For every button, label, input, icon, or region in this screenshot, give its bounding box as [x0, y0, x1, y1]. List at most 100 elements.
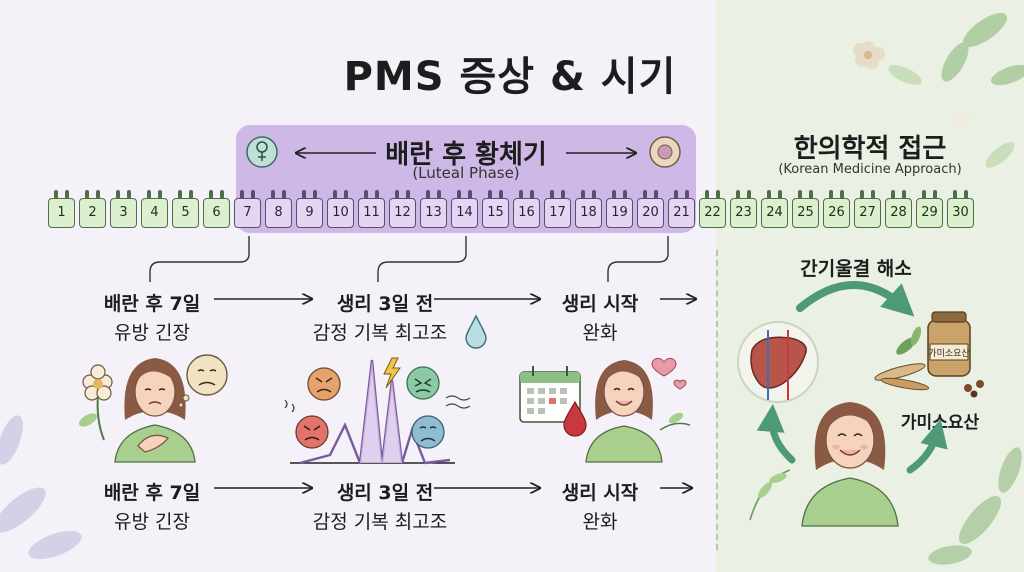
stage-premenstrual-desc: 감정 기복 최고조: [312, 322, 448, 344]
calendar-day-26: 26: [823, 190, 850, 228]
calendar-ring: [705, 190, 709, 199]
calendar-ring: [333, 190, 337, 199]
calendar-ring: [747, 190, 751, 199]
calendar-ring: [85, 190, 89, 199]
calendar-day-1: 1: [48, 190, 75, 228]
stage-premenstrual-title: 생리 3일 전: [336, 293, 434, 315]
korean-medicine-title: 한의학적 접근: [793, 134, 947, 164]
calendar-ring: [189, 190, 193, 199]
calendar-ring: [395, 190, 399, 199]
calendar-day-22: 22: [699, 190, 726, 228]
stage-menstruation-desc-bottom: 완화: [582, 511, 618, 533]
calendar-ring: [282, 190, 286, 199]
calendar-day-23: 23: [730, 190, 757, 228]
angry-face-icon: [295, 415, 329, 449]
calendar-day-19: 19: [606, 190, 633, 228]
calendar-ring: [643, 190, 647, 199]
herb-jar-icon: 가미소요산: [874, 311, 984, 398]
calendar-ring: [271, 190, 275, 199]
drop-icon: [465, 314, 487, 349]
calendar-ring: [922, 190, 926, 199]
calendar-day-18: 18: [575, 190, 602, 228]
calendar-day-5: 5: [172, 190, 199, 228]
calendar-ring: [375, 190, 379, 199]
calendar-ring: [736, 190, 740, 199]
calendar-ring: [96, 190, 100, 199]
calendar-ring: [933, 190, 937, 199]
calendar-day-20: 20: [637, 190, 664, 228]
korean-medicine-illustration: 가미소요산: [737, 281, 984, 527]
calendar-ring: [457, 190, 461, 199]
calendar-ring: [519, 190, 523, 199]
calendar-ring: [654, 190, 658, 199]
calendar-ring: [344, 190, 348, 199]
calendar-day-11: 11: [358, 190, 385, 228]
stage-ovulation-desc-bottom: 유방 긴장: [114, 511, 190, 533]
calendar-ring: [871, 190, 875, 199]
calendar-ring: [364, 190, 368, 199]
stage-menstruation-desc: 완화: [582, 322, 618, 344]
calendar-day-10: 10: [327, 190, 354, 228]
leaf-icon: [888, 12, 1024, 168]
calendar-day-24: 24: [761, 190, 788, 228]
stage-ovulation-desc: 유방 긴장: [114, 322, 190, 344]
luteal-phase-title: 배란 후 황체기: [385, 140, 547, 170]
woman-tense-illustration: [78, 354, 228, 463]
calendar-ring: [674, 190, 678, 199]
calendar-ring: [158, 190, 162, 199]
calendar-ring: [406, 190, 410, 199]
sad-face-icon: [411, 415, 445, 449]
calendar-day-6: 6: [203, 190, 230, 228]
stage-ovulation-title-bottom: 배란 후 7일: [103, 482, 201, 504]
calendar-day-3: 3: [110, 190, 137, 228]
calendar-ring: [685, 190, 689, 199]
calendar-day-13: 13: [420, 190, 447, 228]
herb-jar-label: 가미소요산: [928, 348, 969, 359]
calendar-day-12: 12: [389, 190, 416, 228]
calendar-ring: [902, 190, 906, 199]
calendar-ring: [240, 190, 244, 199]
calendar-ring: [147, 190, 151, 199]
timeline-connectors: [149, 236, 669, 282]
calendar-ring: [313, 190, 317, 199]
calendar-ring: [437, 190, 441, 199]
calendar-day-16: 16: [513, 190, 540, 228]
calendar-day-30: 30: [947, 190, 974, 228]
luteal-phase-subtitle: (Luteal Phase): [412, 164, 520, 182]
calendar-day-25: 25: [792, 190, 819, 228]
calendar-ring: [840, 190, 844, 199]
calendar-ring: [251, 190, 255, 199]
stage-menstruation-title: 생리 시작: [561, 293, 639, 315]
panel-divider: [716, 250, 718, 550]
calendar-day-17: 17: [544, 190, 571, 228]
calendar-ring: [302, 190, 306, 199]
calendar-ring: [964, 190, 968, 199]
woman-smiling-illustration: [801, 402, 899, 527]
flower-icon: [853, 41, 971, 129]
stage-premenstrual-desc-bottom: 감정 기복 최고조: [312, 511, 448, 533]
calendar-ring: [178, 190, 182, 199]
calendar-ring: [612, 190, 616, 199]
calendar-ring: [116, 190, 120, 199]
calendar-ring: [65, 190, 69, 199]
heart-icon: [651, 357, 687, 390]
stage-menstruation-title-bottom: 생리 시작: [561, 482, 639, 504]
calendar-ring: [592, 190, 596, 199]
calendar-day-7: 7: [234, 190, 261, 228]
calendar-ring: [209, 190, 213, 199]
calendar-day-27: 27: [854, 190, 881, 228]
calendar-ring: [127, 190, 131, 199]
flower-icon: [78, 364, 113, 441]
calendar-day-4: 4: [141, 190, 168, 228]
relief-illustration: [519, 357, 691, 463]
korean-medicine-subtitle: (Korean Medicine Approach): [778, 162, 962, 177]
lightning-icon: [383, 357, 401, 389]
calendar-ring: [623, 190, 627, 199]
calendar-icon: [519, 366, 581, 423]
calendar-ring: [488, 190, 492, 199]
calendar-day-14: 14: [451, 190, 478, 228]
sad-face-icon: [178, 354, 228, 408]
stage-ovulation-title: 배란 후 7일: [103, 293, 201, 315]
calendar-ring: [220, 190, 224, 199]
